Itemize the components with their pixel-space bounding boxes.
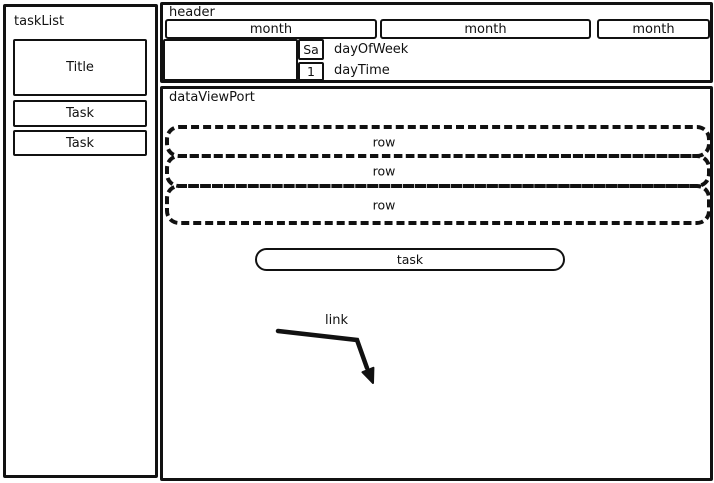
task-item-label: Task [65,106,95,121]
month-header[interactable]: month [597,19,710,39]
task-item[interactable]: Task [13,100,147,127]
task-list-panel: taskList Title Task Task [3,4,158,478]
day-time-cell[interactable]: 1 [298,62,324,81]
empty-week-box [163,39,298,81]
month-header-label: month [632,21,675,37]
link-label: link [325,313,348,328]
viewport-row-label: row [372,163,396,179]
viewport-row-label: row [372,197,396,212]
header-label: header [169,5,215,20]
task-pill-label: task [396,252,424,267]
month-header[interactable]: month [165,19,377,39]
data-viewport-label: dataViewPort [169,90,255,105]
data-viewport-panel: dataViewPort row row row task link [160,86,713,481]
title-box-label: Title [66,60,94,75]
task-list-label: taskList [14,14,65,29]
day-of-week-cell-value: Sa [303,42,319,57]
month-header-label: month [464,21,507,37]
task-pill[interactable]: task [255,248,565,271]
title-box: Title [13,39,147,96]
link-arrow-icon [275,328,375,384]
day-time-label: dayTime [334,63,390,78]
rows-stack: row row row [165,125,711,225]
task-item[interactable]: Task [13,130,147,156]
header-panel: header month month month Sa dayOfWeek 1 … [160,2,713,83]
task-item-label: Task [65,135,95,151]
day-time-cell-value: 1 [307,64,315,79]
link-annotation[interactable]: link [263,309,398,399]
viewport-row-label: row [372,134,396,149]
day-of-week-label: dayOfWeek [334,42,409,57]
viewport-row[interactable]: row [165,154,711,188]
month-header[interactable]: month [380,19,591,39]
month-header-label: month [249,21,293,37]
day-of-week-cell[interactable]: Sa [298,39,324,60]
viewport-row[interactable]: row [165,184,711,225]
